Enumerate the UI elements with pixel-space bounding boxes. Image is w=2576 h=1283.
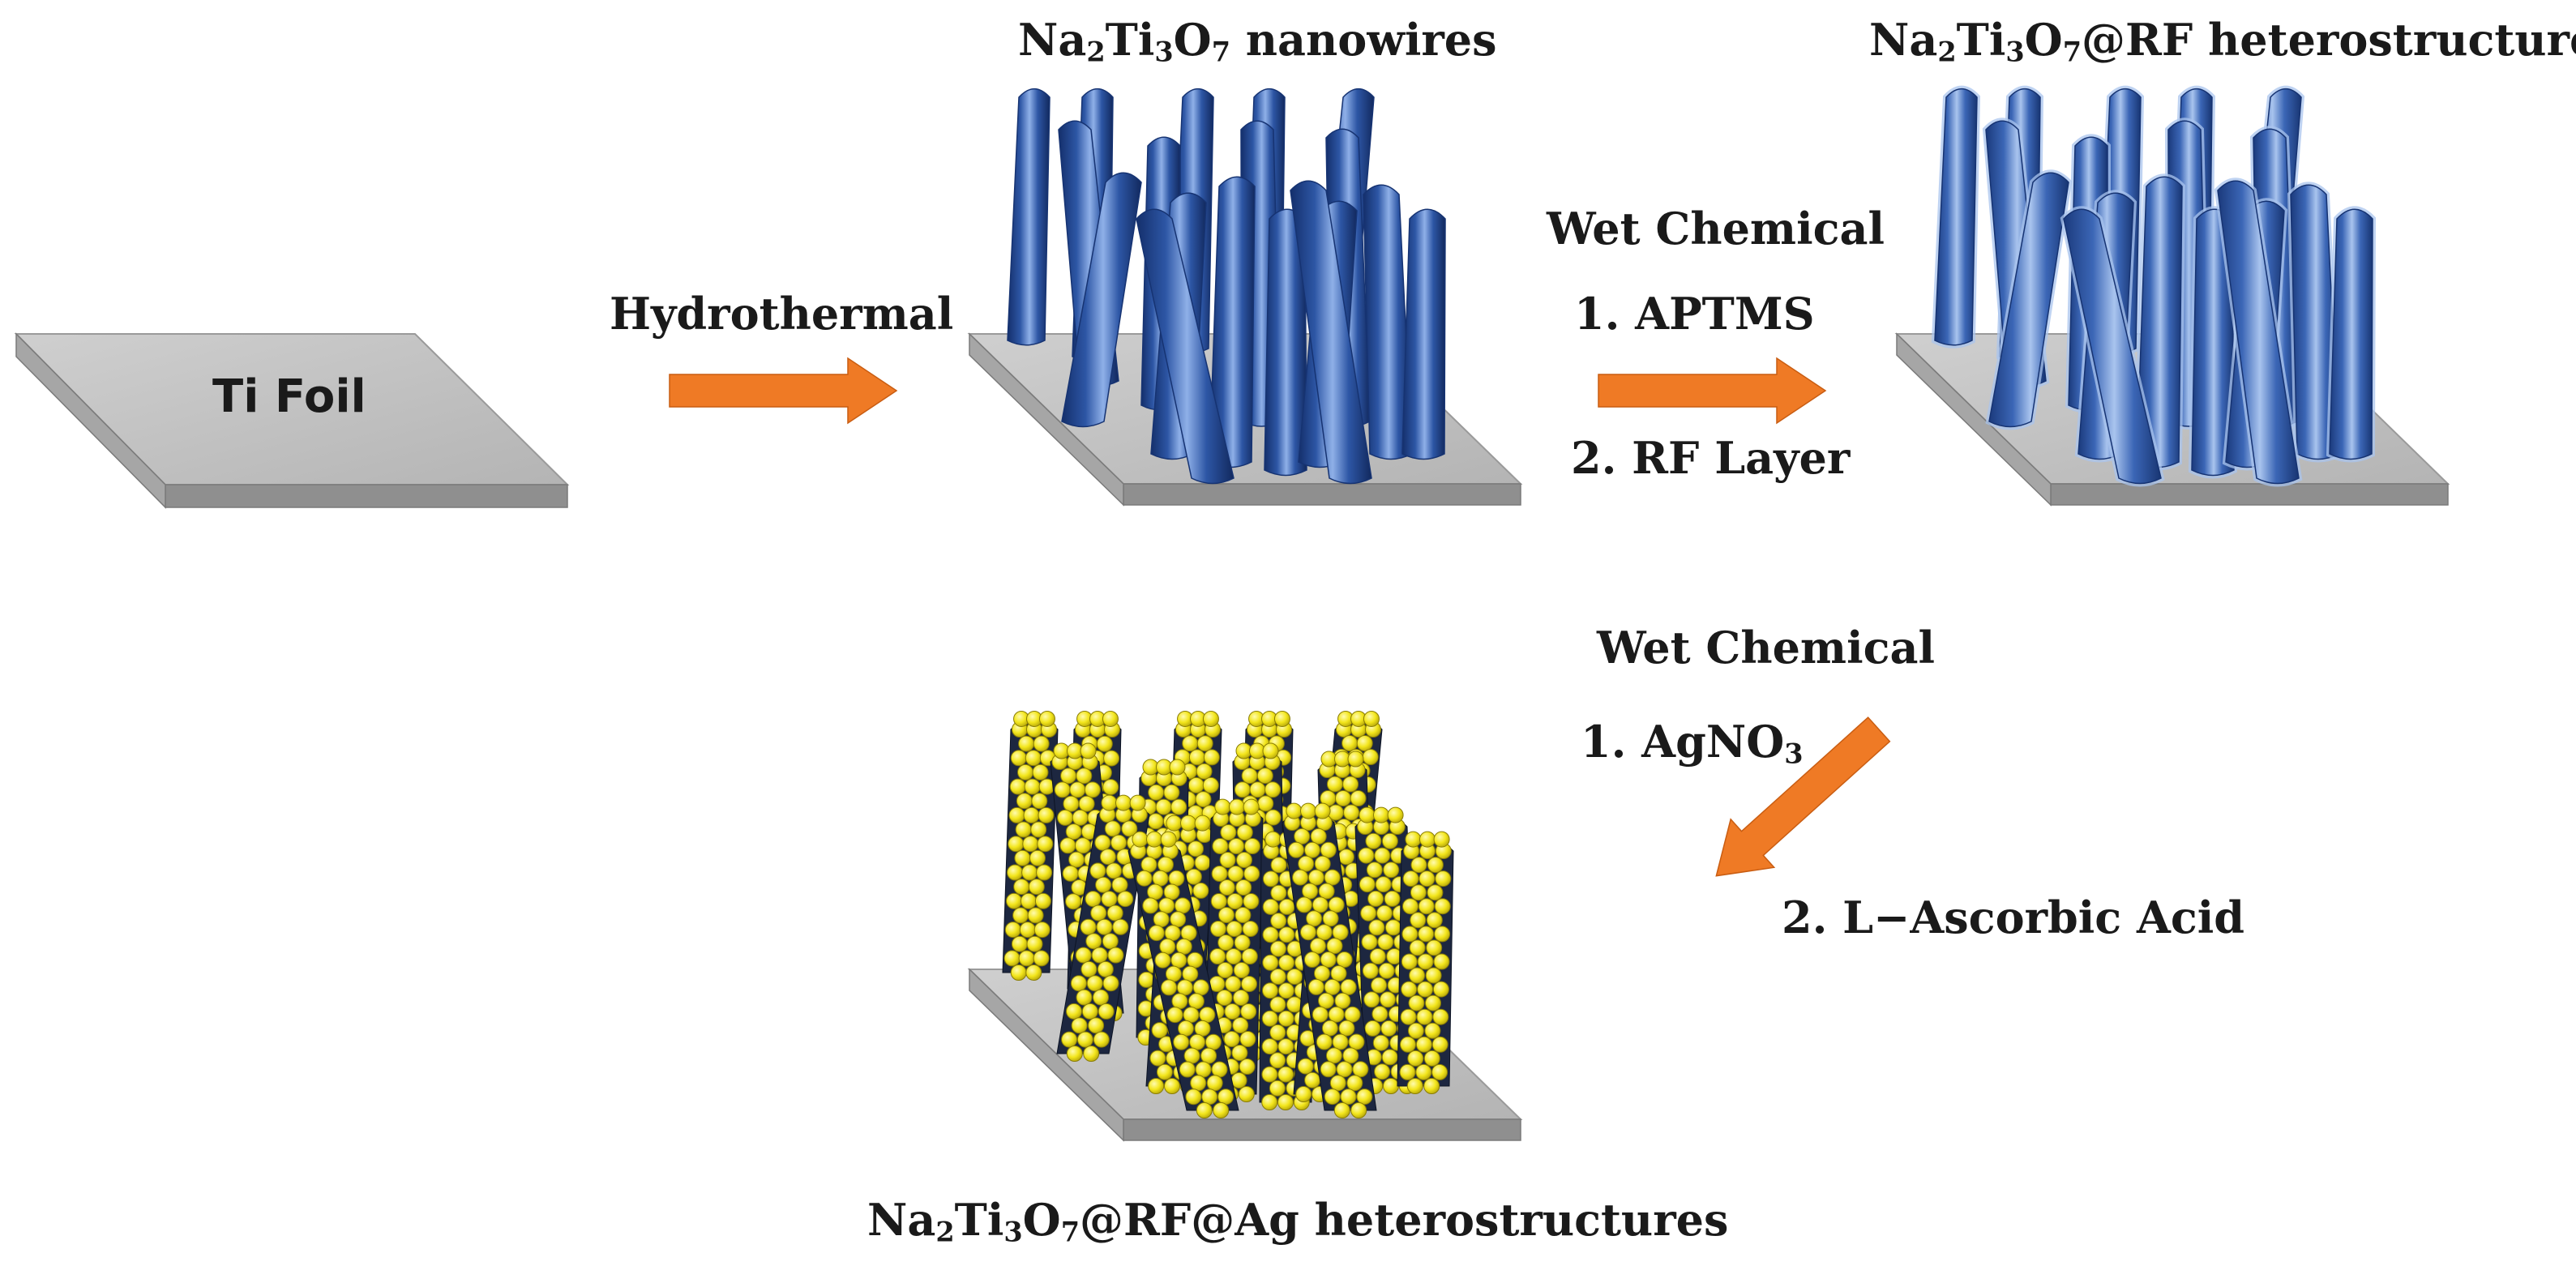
hydrothermal-arrow: [669, 357, 898, 425]
foil-front-face: [165, 484, 568, 508]
hydrothermal-label: Hydrothermal: [610, 288, 954, 340]
ascorbic-acid-label: 2. L−Ascorbic Acid: [1782, 892, 2245, 943]
agno3-label: 1. AgNO3: [1581, 716, 1804, 770]
foil-left-face: [969, 968, 1124, 1142]
nanowire: [1007, 88, 1051, 346]
wet-chemical-arrow-1: [1598, 357, 1827, 425]
nanowire: [2214, 177, 2303, 487]
foil-front-face: [1123, 483, 1521, 506]
nanowire: [2060, 206, 2165, 487]
wet-chemical-arrow-2: [1715, 716, 1891, 877]
rf-heterostructures-title: Na2Ti3O7@RF heterostructures: [1869, 14, 2576, 68]
nanowire: [1061, 172, 1142, 428]
rf-coated-nanowire-array: [1931, 85, 2377, 487]
ag-decorated-nanowire: [1128, 831, 1239, 1118]
ti-foil-substrate: [14, 332, 570, 509]
nanowire: [1985, 169, 2073, 430]
wet-chemical-label-1: Wet Chemical: [1547, 203, 1885, 254]
rf-layer-label: 2. RF Layer: [1571, 432, 1851, 484]
nanowire: [1264, 208, 1307, 477]
ag-decorated-nanowire-array: [1002, 710, 1454, 1118]
nanowires-title: Na2Ti3O7 nanowires: [1018, 14, 1497, 68]
nanowire: [1931, 85, 1981, 349]
foil-front-face: [1123, 1118, 1521, 1141]
foil-left-face: [1896, 332, 2052, 507]
foil-left-face: [15, 332, 166, 509]
ag-heterostructures-title: Na2Ti3O7@RF@Ag heterostructures: [867, 1194, 1729, 1248]
foil-front-face: [2050, 483, 2449, 506]
ag-decorated-nanowire: [1397, 831, 1454, 1094]
ag-decorated-nanowire: [1282, 802, 1377, 1118]
ag-decorated-nanowire: [1204, 798, 1264, 1102]
process-arrow: [669, 357, 898, 425]
ti-foil-label: Ti Foil: [212, 370, 366, 423]
nanowire: [2188, 206, 2238, 479]
nanowire-array: [1007, 88, 1446, 485]
aptms-label: 1. APTMS: [1574, 288, 1815, 340]
foil-left-face: [969, 332, 1124, 507]
ag-decorated-nanowire: [1056, 794, 1150, 1062]
ag-decorated-nanowire: [1002, 710, 1059, 981]
nanowire: [1136, 208, 1235, 485]
nanowire: [1401, 208, 1446, 460]
process-arrow: [1598, 357, 1827, 425]
nanowire: [1290, 180, 1372, 485]
nanowire: [2326, 206, 2377, 463]
wet-chemical-label-2: Wet Chemical: [1597, 622, 1935, 674]
process-arrow: [1715, 716, 1891, 877]
